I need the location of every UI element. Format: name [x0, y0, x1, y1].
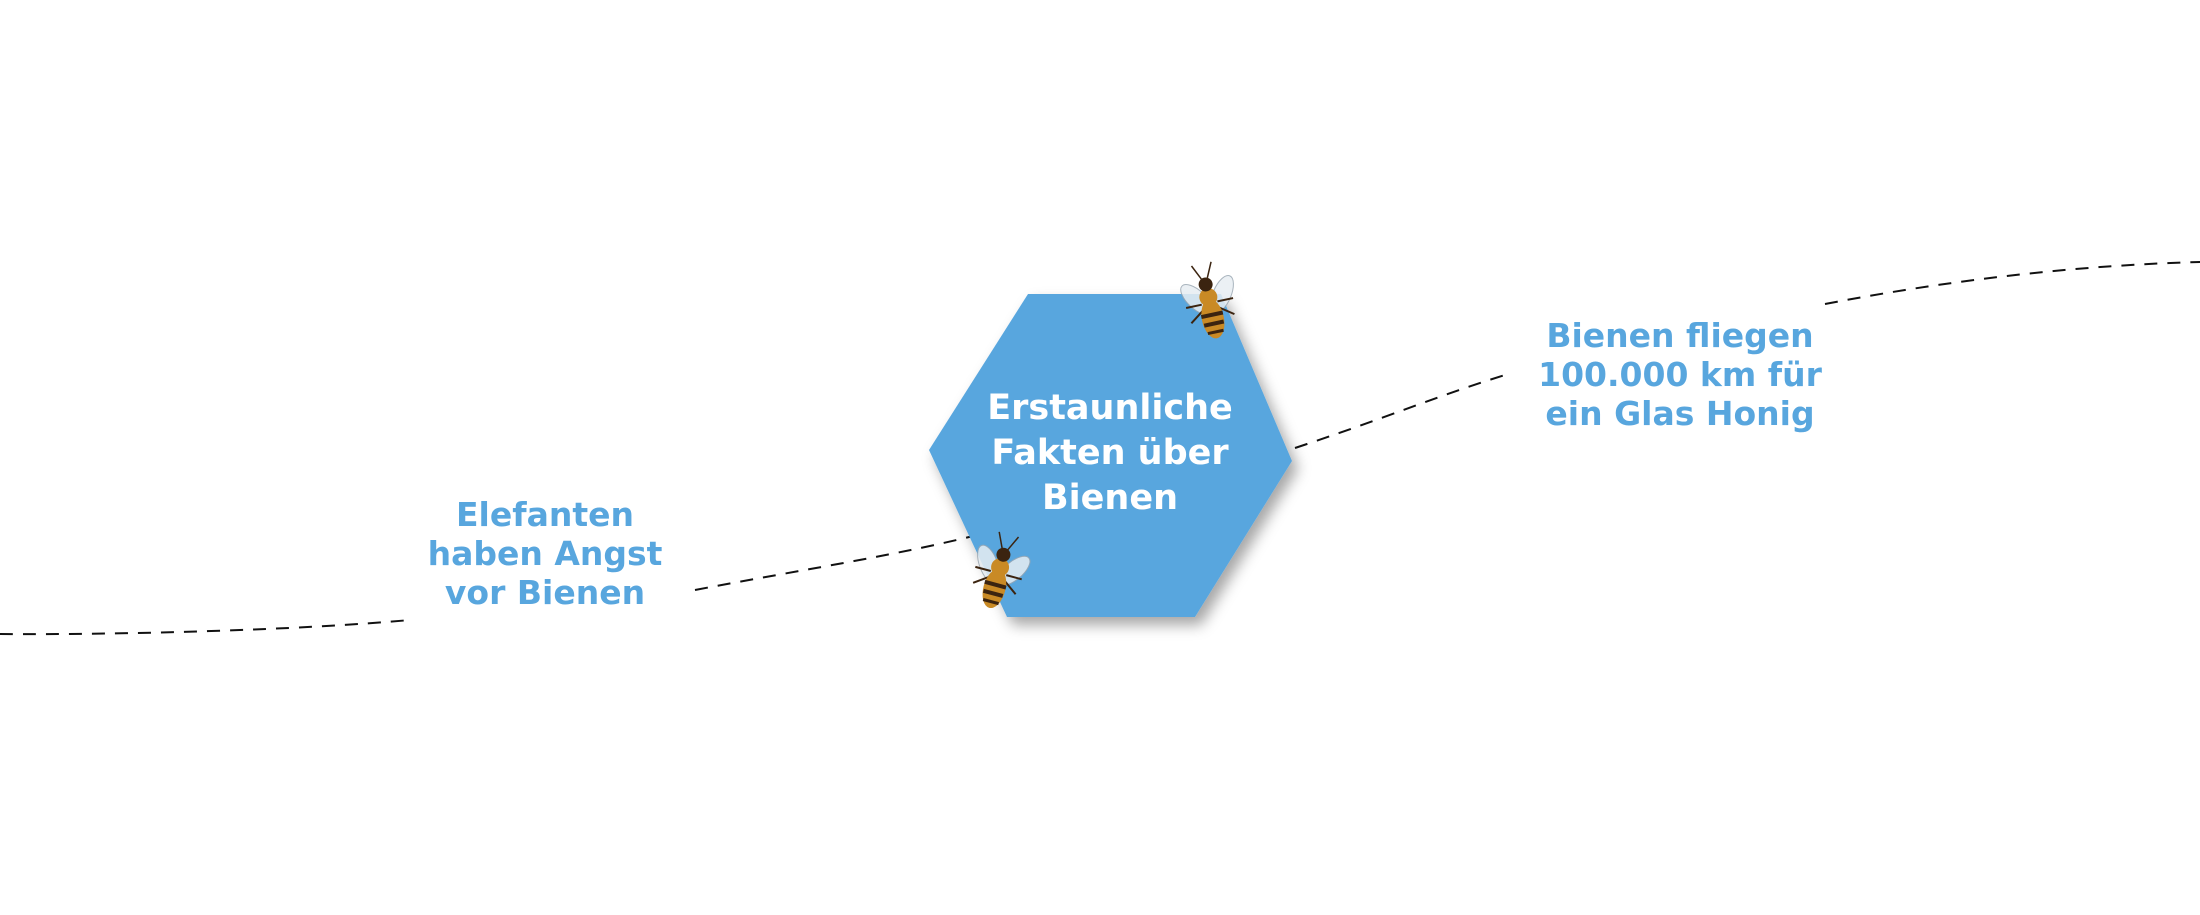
dashed-path-left: [0, 619, 411, 636]
bee-icon: [1180, 261, 1235, 339]
dashed-path-mid-left: [694, 532, 986, 591]
fact-elephants: Elefanten haben Angst vor Bienen: [427, 495, 663, 612]
fact-honey-distance: Bienen fliegen 100.000 km für ein Glas H…: [1538, 316, 1822, 433]
center-title: Erstaunliche Fakten über Bienen: [987, 388, 1233, 518]
dashed-path-right: [1824, 261, 2200, 305]
bee-icon: [972, 531, 1031, 609]
center-hexagon: [929, 294, 1292, 617]
dashed-path-mid-right: [1294, 374, 1506, 449]
